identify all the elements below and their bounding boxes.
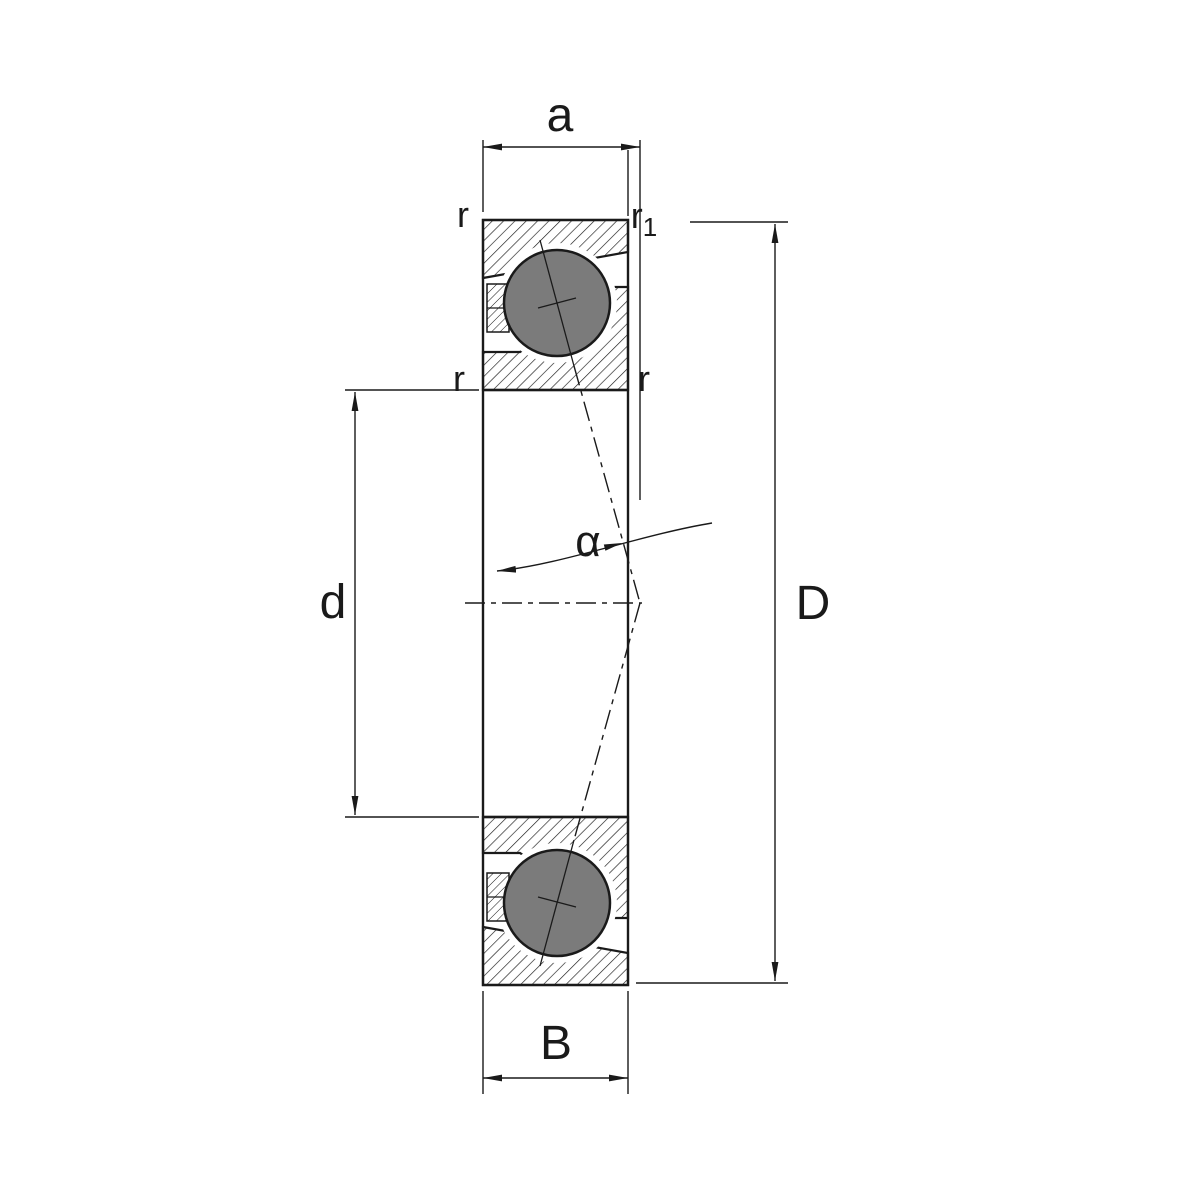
a-label: a [547,89,574,142]
contact-angle-annotation: α [496,517,713,573]
chamfer-labels: r r1 r r [453,194,657,399]
contact-line-lower [573,602,641,841]
alpha-arc-arrowhead [603,543,622,551]
ball-top-center-tick [537,297,577,309]
r-label-mid-right: r [638,358,650,399]
ball-bottom-centerline [539,839,575,967]
r1-base: r [631,195,643,236]
ball-bottom-center-tick [537,896,577,908]
r1-label-top-right: r1 [631,195,657,242]
contact-line-upper [573,365,641,604]
top-bearing-section [481,218,630,392]
D-label: D [796,577,831,630]
dimension-D: D [636,221,831,984]
r1-subscript: 1 [643,212,657,242]
r-label-mid-left: r [453,358,465,399]
r-label-top-left: r [457,194,469,235]
B-label: B [540,1017,572,1070]
dimension-a: a [482,89,641,500]
dimension-d: d [320,389,479,818]
d-label: d [320,576,347,629]
dimension-B: B [482,991,629,1094]
alpha-label: α [575,517,600,566]
bottom-bearing-section [481,815,630,987]
alpha-arc [496,522,713,573]
